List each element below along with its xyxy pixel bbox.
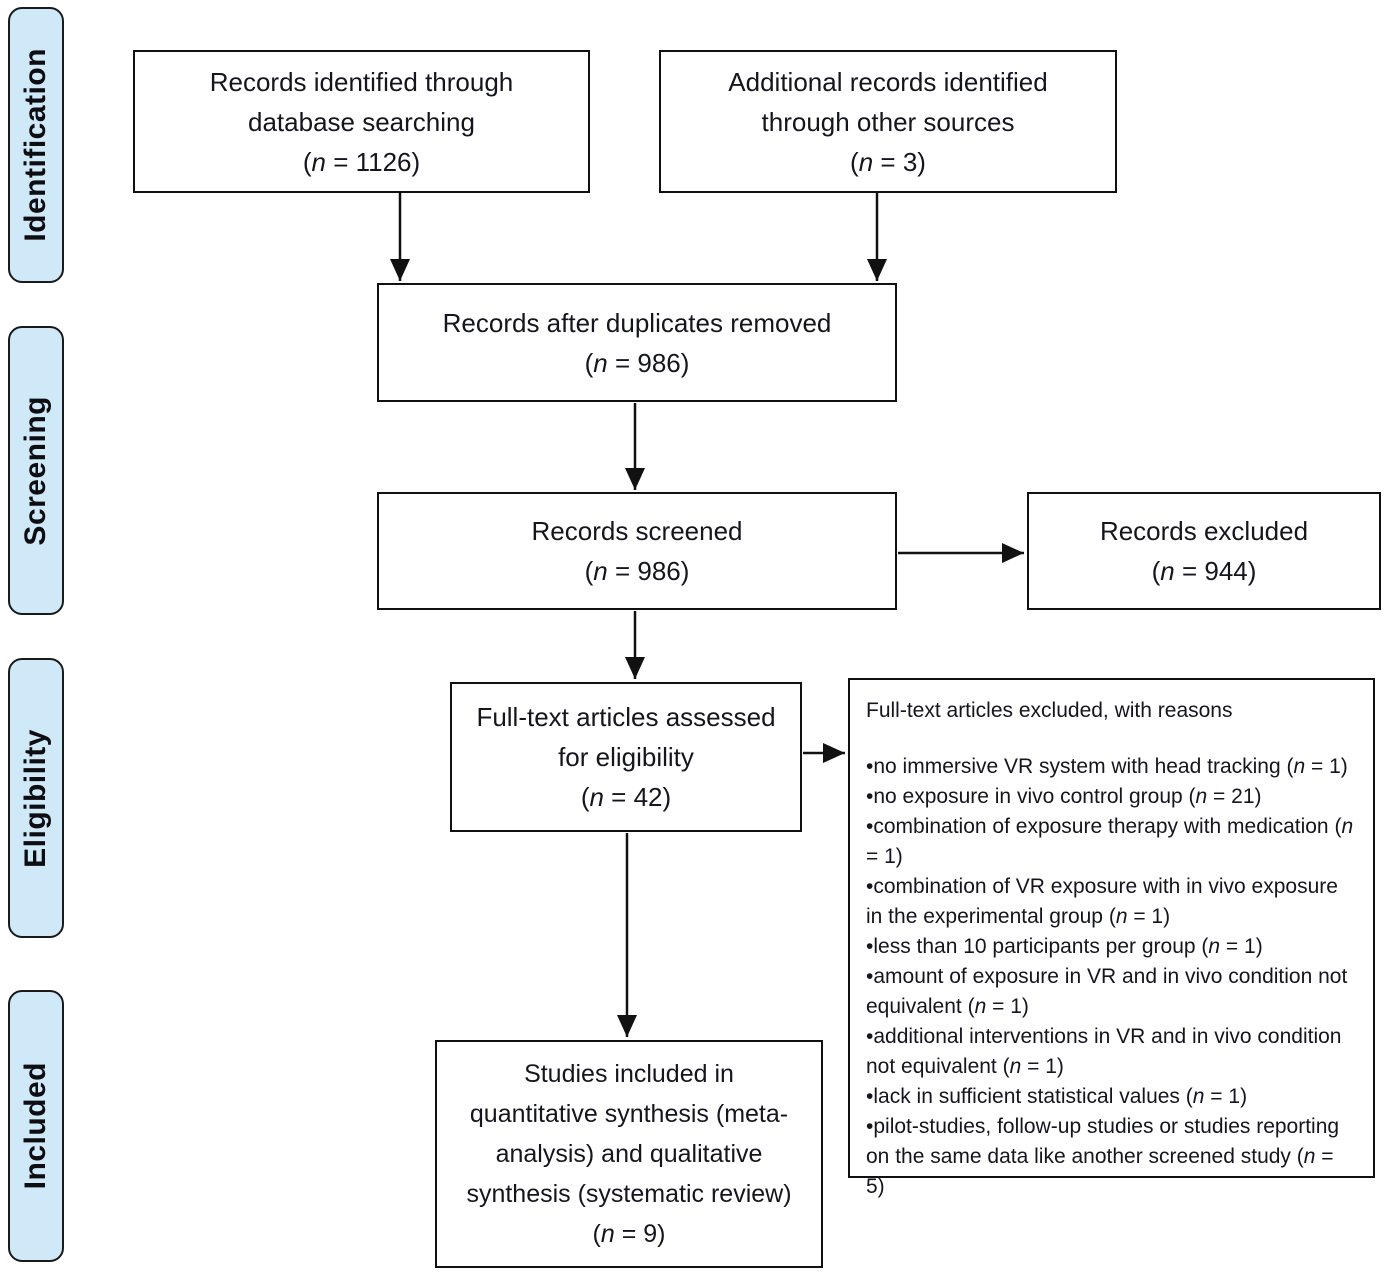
box-records-identified-database: Records identified through database sear… <box>133 50 590 193</box>
box-studies-included: Studies included in quantitative synthes… <box>435 1040 823 1268</box>
reason-item: •additional interventions in VR and in v… <box>866 1025 1342 1078</box>
box-text-line: quantitative synthesis (meta- <box>469 1100 789 1128</box>
box-text-line: (n = 42) <box>580 782 672 812</box>
reason-item: •no exposure in vivo control group (n = … <box>866 785 1262 808</box>
box-text-line: through other sources <box>761 106 1015 137</box>
box-text-line: Records excluded <box>1099 516 1309 546</box>
box-text-line: (n = 9) <box>592 1220 666 1248</box>
box-records-after-duplicates: Records after duplicates removed (n = 98… <box>377 283 897 402</box>
box-text-line: Records identified through <box>209 66 514 97</box>
box-text-line: (n = 986) <box>584 556 690 586</box>
reason-item: •less than 10 participants per group (n … <box>866 935 1263 958</box>
reason-item: •amount of exposure in VR and in vivo co… <box>866 965 1348 1018</box>
stage-label-eligibility: Eligibility <box>8 658 64 938</box>
stage-label-identification: Identification <box>8 7 64 283</box>
box-text-line: (n = 1126) <box>302 146 421 177</box>
box-text-line: Records screened <box>531 516 743 546</box>
reason-item: •pilot-studies, follow-up studies or stu… <box>866 1115 1340 1198</box>
box-text-line: (n = 986) <box>584 347 690 378</box>
stage-label-screening: Screening <box>8 326 64 615</box>
reason-item: •lack in sufficient statistical values (… <box>866 1085 1248 1108</box>
reasons-heading: Full-text articles excluded, with reason… <box>866 699 1233 722</box>
box-records-excluded: Records excluded (n = 944) <box>1027 492 1381 610</box>
box-text-line: (n = 944) <box>1151 556 1257 586</box>
box-text-line: Records after duplicates removed <box>442 307 832 338</box>
box-fulltext-assessed: Full-text articles assessed for eligibil… <box>450 682 802 832</box>
box-text-line: Additional records identified <box>728 66 1048 97</box>
box-text-line: synthesis (systematic review) <box>466 1180 792 1208</box>
box-text-line: Full-text articles assessed <box>476 702 776 732</box>
box-text-line: for eligibility <box>558 742 694 772</box>
reason-item: •combination of exposure therapy with me… <box>866 815 1354 868</box>
reason-item: •combination of VR exposure with in vivo… <box>866 875 1338 928</box>
box-text-line: (n = 3) <box>850 146 926 177</box>
reason-item: •no immersive VR system with head tracki… <box>866 755 1348 778</box>
box-fulltext-excluded-reasons: Full-text articles excluded, with reason… <box>848 678 1375 1198</box>
box-records-screened: Records screened (n = 986) <box>377 492 897 610</box>
box-text-line: analysis) and qualitative <box>495 1140 763 1168</box>
box-text-line: database searching <box>248 106 475 137</box>
box-records-identified-other: Additional records identified through ot… <box>659 50 1117 193</box>
stage-label-included: Included <box>8 990 64 1262</box>
box-text-line: Studies included in <box>524 1060 734 1088</box>
